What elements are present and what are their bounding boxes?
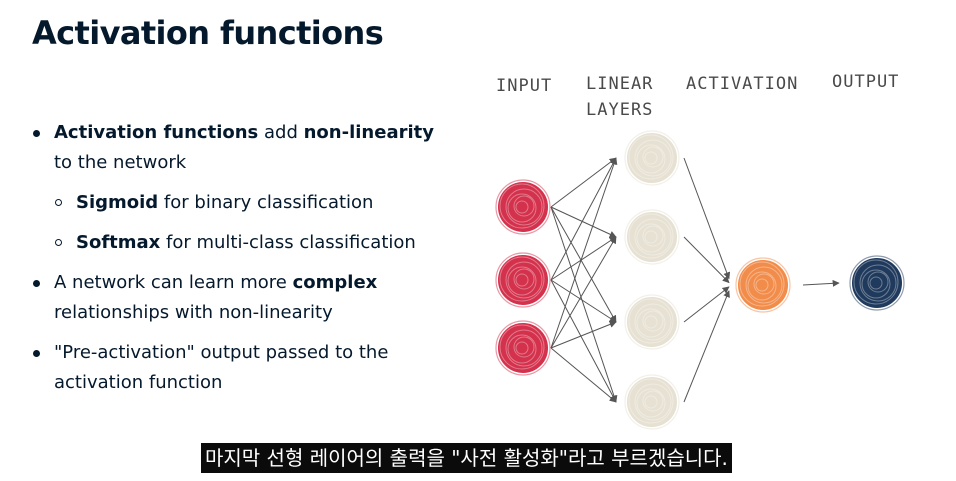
neural-network-diagram: INPUT LINEAR LAYERS ACTIVATION OUTPUT <box>495 72 905 430</box>
label-activation: ACTIVATION <box>686 74 798 94</box>
slide-title: Activation functions <box>32 14 384 52</box>
input-to-hidden-arrow <box>550 206 618 403</box>
label-linear-line2: LAYERS <box>586 100 653 120</box>
bullet-complex-relationships: A network can learn more complex relatio… <box>30 268 450 328</box>
activation-node <box>735 257 791 313</box>
bullet-bold-term: complex <box>292 272 378 293</box>
input-node <box>495 179 551 235</box>
input-to-hidden-arrow <box>550 157 618 349</box>
sub-bullet-softmax: Softmax for multi-class classification <box>30 228 450 258</box>
label-output: OUTPUT <box>832 72 899 92</box>
input-node <box>495 320 551 376</box>
bullet-text: to the network <box>54 152 187 173</box>
bullet-activation-functions: Activation functions add non-linearity t… <box>30 118 450 178</box>
output-node <box>849 255 905 311</box>
bullet-text: for binary classification <box>158 192 374 213</box>
label-input: INPUT <box>496 76 552 96</box>
input-to-hidden-arrow <box>550 157 617 281</box>
hidden-to-activation-arrow <box>683 236 730 284</box>
hidden-to-activation-arrow <box>683 290 730 403</box>
bullet-text: for multi-class classification <box>160 232 416 253</box>
hidden-to-activation-arrow <box>683 286 730 323</box>
input-to-hidden-arrow <box>550 157 617 208</box>
bullet-text: add <box>258 122 304 143</box>
activation-to-output-arrow <box>802 279 840 287</box>
video-subtitle: 마지막 선형 레이어의 출력을 "사전 활성화"라고 부르겠습니다. <box>201 443 732 473</box>
bullet-text: A network can learn more <box>54 272 293 293</box>
sub-bullet-sigmoid: Sigmoid for binary classification <box>30 188 450 218</box>
hidden-node <box>624 294 680 350</box>
bullet-bold-term: Softmax <box>76 232 161 253</box>
hidden-node <box>624 374 680 430</box>
network-nodes <box>495 130 905 430</box>
hidden-node <box>624 130 680 186</box>
input-to-hidden-arrow <box>550 279 617 403</box>
bullet-bold-term: non-linearity <box>303 122 434 143</box>
input-to-hidden-arrow <box>550 347 617 403</box>
bullet-text: relationships with non-linearity <box>54 302 333 323</box>
connection-arrows <box>550 157 840 403</box>
bullet-list: Activation functions add non-linearity t… <box>30 118 450 398</box>
input-to-hidden-arrow <box>550 279 617 323</box>
bullet-bold-term: Activation functions <box>54 122 259 143</box>
label-linear-line1: LINEAR <box>586 74 653 94</box>
input-to-hidden-arrow <box>550 206 617 323</box>
input-to-hidden-arrow <box>550 321 617 349</box>
hidden-to-activation-arrow <box>683 157 731 280</box>
input-node <box>495 252 551 308</box>
input-to-hidden-arrow <box>550 236 617 281</box>
bullet-text: "Pre-activation" output passed to the ac… <box>54 342 389 393</box>
bullet-bold-term: Sigmoid <box>76 192 159 213</box>
bullet-pre-activation: "Pre-activation" output passed to the ac… <box>30 338 450 398</box>
input-to-hidden-arrow <box>550 206 617 238</box>
hidden-node <box>624 209 680 265</box>
input-to-hidden-arrow <box>550 236 617 349</box>
